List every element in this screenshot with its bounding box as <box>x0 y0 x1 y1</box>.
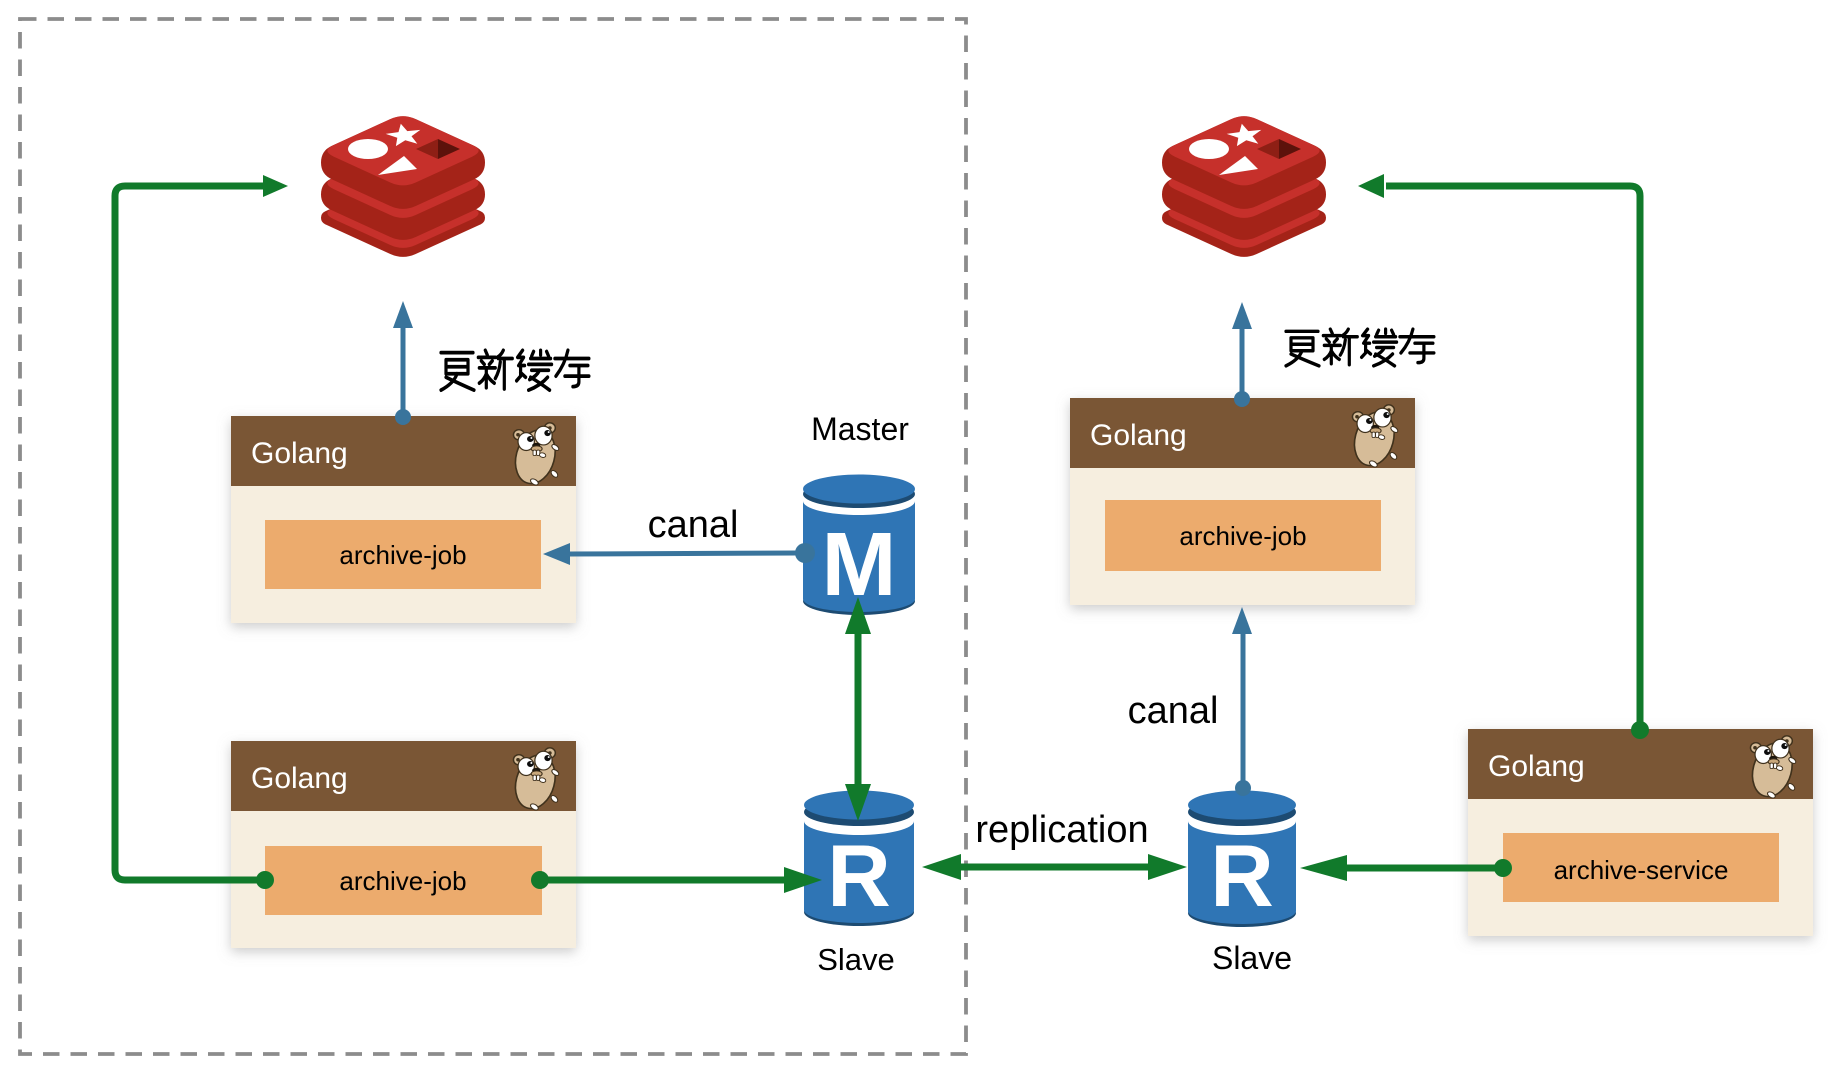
svg-text:R: R <box>1210 826 1274 925</box>
svg-text:canal: canal <box>648 504 739 546</box>
svg-text:Master: Master <box>811 411 909 447</box>
svg-text:archive-service: archive-service <box>1554 855 1729 885</box>
svg-text:archive-job: archive-job <box>339 866 466 896</box>
svg-text:M: M <box>822 515 897 615</box>
svg-text:Slave: Slave <box>1212 940 1292 976</box>
svg-text:Slave: Slave <box>817 942 895 977</box>
svg-text:R: R <box>827 826 891 925</box>
svg-text:archive-job: archive-job <box>339 540 466 570</box>
svg-text:canal: canal <box>1128 690 1219 732</box>
svg-text:archive-job: archive-job <box>1179 521 1306 551</box>
svg-text:replication: replication <box>975 809 1148 851</box>
